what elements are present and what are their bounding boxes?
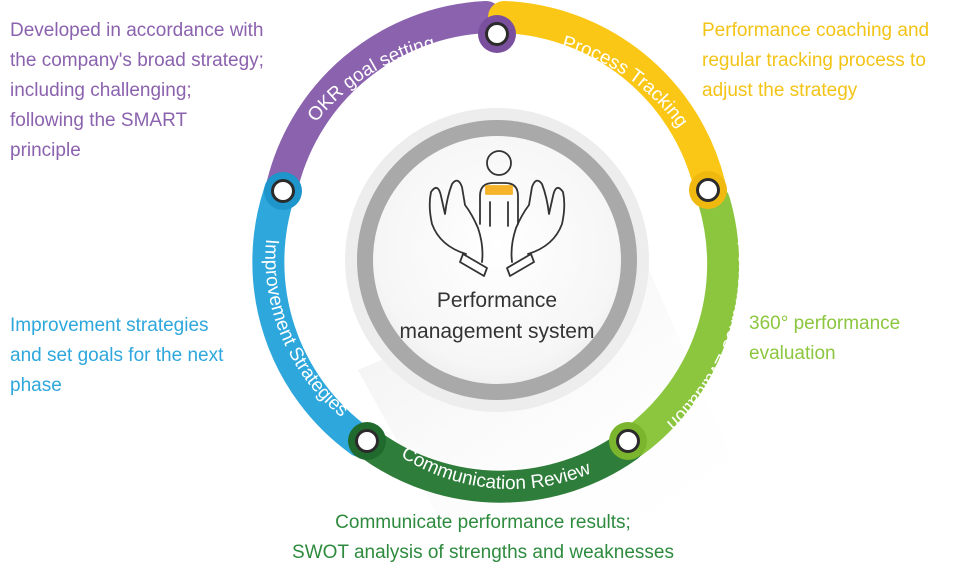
center-title-line2: management system (400, 320, 595, 343)
node-okr (478, 15, 516, 53)
node-review (348, 422, 386, 460)
center-title-line1: Performance (437, 289, 557, 312)
center-disc (373, 136, 621, 384)
okr-description: Developed in accordance with the company… (10, 20, 264, 161)
node-improve (264, 172, 302, 210)
arc-improvement-strategies (252, 178, 376, 457)
process-tracking-description: Performance coaching and regular trackin… (702, 20, 930, 101)
arc-okr-goal-setting (265, 1, 502, 207)
person-held-in-hands-icon (428, 150, 566, 277)
improvement-strategies-description: Improvement strategies and set goals for… (10, 315, 224, 396)
node-eval (609, 422, 647, 460)
arc-performance-evaluation (617, 185, 740, 458)
arc-communication-review (355, 429, 644, 503)
communication-review-description: Communicate performance results; SWOT an… (292, 512, 674, 563)
node-track (689, 171, 727, 209)
performance-evaluation-description: 360° performance evaluation (749, 313, 901, 364)
arc-process-tracking (488, 1, 725, 199)
